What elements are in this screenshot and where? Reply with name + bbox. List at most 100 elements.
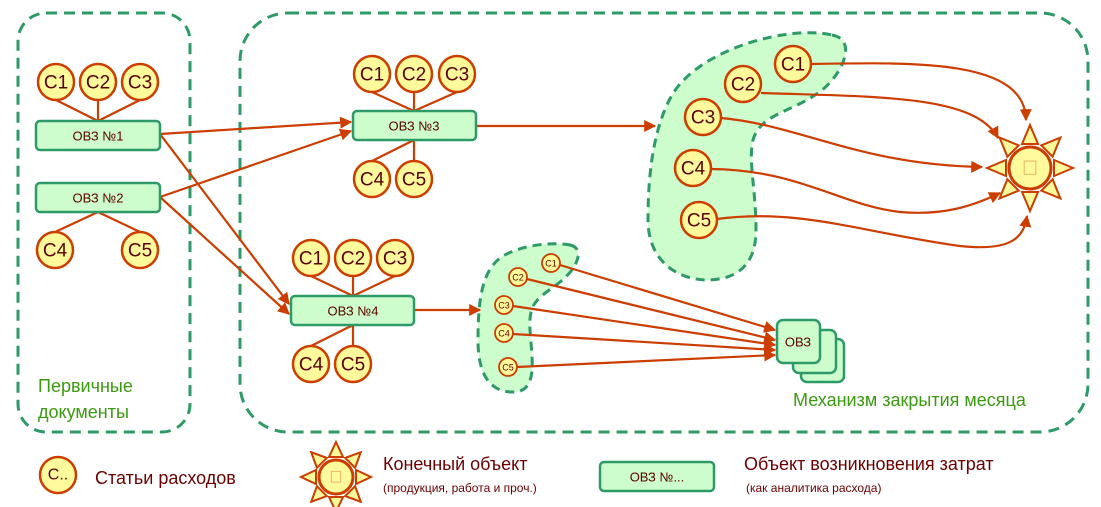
primary-documents-group: Первичные документы bbox=[16, 11, 192, 434]
cost-item-circle bbox=[352, 54, 392, 94]
month-close-frame bbox=[238, 11, 1090, 434]
arrow-c3-to-final bbox=[720, 116, 984, 173]
cost-item-label: С1 bbox=[360, 65, 384, 86]
ovz1-cost-connectors bbox=[55, 99, 141, 122]
legend-ovz: ОВЗ №... Объект возникновения затрат (ка… bbox=[598, 454, 994, 495]
cost-item-zone-large-c3: С3 bbox=[683, 97, 723, 137]
legend: С.. Статьи расходов Конечный объект (про… bbox=[38, 439, 994, 507]
cost-item-circle bbox=[120, 230, 160, 270]
arrow-ovz2-to-ovz3 bbox=[159, 128, 353, 199]
cost-item-circle bbox=[494, 295, 514, 315]
cost-item-label: С1 bbox=[299, 249, 323, 270]
cost-item-zone-small-c1: С1 bbox=[541, 253, 561, 273]
cost-item-ovz4-c3: С3 bbox=[375, 238, 415, 278]
final-object-arrows bbox=[710, 62, 1032, 249]
cost-item-label: С5 bbox=[402, 170, 426, 191]
cost-item-zone-small-c4: С4 bbox=[494, 323, 514, 343]
cost-item-ovz2-c5: С5 bbox=[120, 230, 160, 270]
sun-ray bbox=[343, 450, 363, 470]
arrow-small-c2-to-stack bbox=[526, 277, 777, 344]
cost-item-circle bbox=[541, 253, 561, 273]
sun-ray bbox=[327, 439, 345, 458]
cost-item-ovz1-c1: С1 bbox=[36, 62, 76, 102]
sun-ray bbox=[1039, 135, 1063, 159]
cost-item-ovz3-c5: С5 bbox=[394, 159, 434, 199]
arrow-small-c3-to-stack bbox=[512, 304, 777, 350]
cost-item-label: С5 bbox=[687, 211, 711, 232]
primary-documents-label-line2: документы bbox=[38, 402, 129, 422]
cost-item-circle bbox=[120, 62, 160, 102]
ovz-stack-label: ОВЗ bbox=[785, 335, 811, 350]
ovz3-cost-connectors bbox=[371, 90, 458, 162]
cost-item-zone-large-c2: С2 bbox=[723, 64, 763, 104]
cost-item-circle bbox=[291, 238, 331, 278]
cost-item-circle bbox=[394, 159, 434, 199]
cost-item-label: С1 bbox=[781, 55, 805, 76]
cost-item-zone-small-c3: С3 bbox=[494, 295, 514, 315]
cost-item-label: С3 bbox=[691, 108, 715, 129]
cost-item-label: С1 bbox=[545, 259, 557, 269]
ovz-box-3: ОВЗ №3 bbox=[351, 109, 478, 142]
ovz2-cost-connectors bbox=[54, 211, 141, 233]
sun-ray bbox=[1020, 191, 1040, 214]
cost-item-circle bbox=[437, 54, 477, 94]
ovz-box-4: ОВЗ №4 bbox=[289, 294, 416, 327]
cost-item-label: С5 bbox=[128, 241, 152, 262]
legend-final-object-subtitle: (продукция, работа и проч.) bbox=[383, 481, 537, 495]
cost-item-circle bbox=[508, 267, 528, 287]
cost-item-circle bbox=[723, 64, 763, 104]
cost-item-circle bbox=[773, 44, 813, 84]
sun-ray bbox=[984, 158, 1007, 178]
cost-item-circle bbox=[679, 200, 719, 240]
legend-cost-item-title: Статьи расходов bbox=[95, 468, 236, 488]
cost-item-label: С2 bbox=[402, 65, 426, 86]
ovz-flow-arrows bbox=[159, 116, 657, 316]
cost-item-circle bbox=[35, 230, 75, 270]
sun-core bbox=[317, 458, 355, 496]
ovz4-cost-connectors bbox=[310, 275, 396, 347]
cost-item-circle bbox=[78, 62, 118, 102]
cost-item-label: С2 bbox=[86, 73, 110, 94]
ovz-box-1-label: ОВЗ №1 bbox=[73, 129, 124, 144]
arrow-c5-to-final bbox=[716, 214, 1032, 249]
stack-arrows bbox=[512, 263, 777, 369]
arrow-small-c5-to-stack bbox=[516, 349, 777, 369]
cost-item-label: С2 bbox=[512, 273, 524, 283]
cost-item-zone-large-c1: С1 bbox=[773, 44, 813, 84]
cost-item-zone-large-c4: С4 bbox=[673, 148, 713, 188]
primary-documents-label-line1: Первичные bbox=[38, 376, 133, 396]
ovz-box-2: ОВЗ №2 bbox=[34, 181, 162, 214]
cost-item-label: С5 bbox=[502, 363, 514, 373]
square-icon bbox=[1023, 160, 1037, 175]
legend-ovz-title: Объект возникновения затрат bbox=[744, 454, 994, 474]
cost-item-circle bbox=[498, 357, 518, 377]
ovz-box-4-label: ОВЗ №4 bbox=[328, 304, 379, 319]
legend-ovz-subtitle: (как аналитика расхода) bbox=[746, 481, 881, 495]
cost-item-label: С2 bbox=[731, 75, 755, 96]
cost-item-zone-small-c5: С5 bbox=[498, 357, 518, 377]
legend-ovz-symbol: ОВЗ №... bbox=[630, 470, 685, 485]
legend-ovz-icon bbox=[598, 460, 716, 493]
arrow-ovz1-to-ovz4 bbox=[159, 133, 290, 305]
legend-cost-item-icon bbox=[38, 455, 78, 495]
ovz-box-2-label: ОВЗ №2 bbox=[73, 191, 124, 206]
cost-item-zone-small-c2: С2 bbox=[508, 267, 528, 287]
sun-ray bbox=[1020, 122, 1040, 145]
cost-item-ovz4-c4: С4 bbox=[291, 344, 331, 384]
arrow-c4-to-final bbox=[710, 167, 1002, 214]
cost-item-circle bbox=[36, 62, 76, 102]
arrow-c1-to-final bbox=[810, 62, 1032, 122]
cost-item-zone-large-c5: С5 bbox=[679, 200, 719, 240]
cost-item-circle bbox=[291, 344, 331, 384]
arrow-small-c1-to-stack bbox=[559, 263, 777, 333]
cost-item-label: С1 bbox=[44, 73, 68, 94]
cost-item-ovz4-c5: С5 bbox=[333, 344, 373, 384]
cost-item-label: С4 bbox=[360, 170, 385, 191]
cost-items-zone-small bbox=[476, 242, 580, 394]
legend-cost-item-symbol: С.. bbox=[48, 467, 68, 484]
ovz-stack: ОВЗ bbox=[775, 318, 846, 384]
legend-sun-icon bbox=[298, 439, 374, 507]
sun-ray bbox=[298, 468, 317, 486]
sun-ray bbox=[1053, 158, 1076, 178]
